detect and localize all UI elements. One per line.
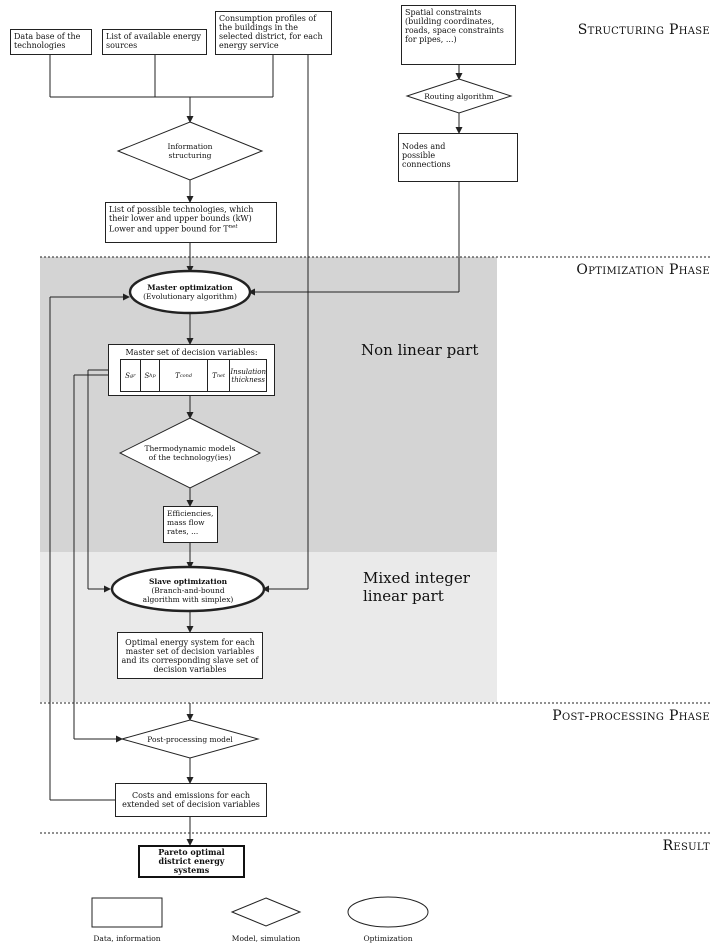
efficiencies-box: Efficiencies, mass flow rates, ... [163, 506, 218, 543]
info-diamond [116, 121, 264, 181]
master-set-title: Master set of decision variables: [125, 348, 258, 357]
phase-structuring: Structuring Phase [577, 22, 710, 38]
legend-data-label: Data, information [93, 934, 161, 943]
thermodynamic-label: Thermodynamic models of the technology(i… [144, 444, 236, 462]
spatial-box: Spatial constraints (building coordinate… [401, 5, 516, 65]
master-ellipse [128, 269, 252, 315]
thermo-diamond [118, 417, 262, 489]
master-optimization-title: Master optimization [147, 283, 233, 292]
optimal-system-box: Optimal energy system for each master se… [117, 632, 263, 679]
milp-region [40, 552, 497, 702]
nonlinear-region [40, 257, 497, 552]
pareto-box: Pareto optimal district energy systems [138, 845, 245, 878]
database-box: Data base of the technologies [10, 29, 92, 55]
legend-model-label: Model, simulation [231, 934, 301, 943]
slave-optimization-title: Slave optimization [148, 576, 228, 586]
routing-label: Routing algorithm [424, 91, 494, 101]
routing-diamond [405, 78, 513, 114]
post-diamond [120, 719, 260, 759]
milp-part-label: Mixed integer linear part [363, 569, 470, 605]
phase-result: Result [662, 838, 710, 854]
nodes-box: Nodes and possible connections [398, 133, 518, 182]
nodes-label: Nodes and possible connections [402, 142, 451, 169]
cell-insulation: Insulation thickness [230, 367, 266, 384]
phase-post-processing: Post-processing Phase [552, 708, 710, 724]
energy-sources-box: List of available energy sources [102, 29, 207, 55]
nonlinear-part-label: Non linear part [361, 341, 479, 359]
consumption-box: Consumption profiles of the buildings in… [215, 11, 332, 55]
slave-optimization-subtitle: (Branch-and-bound algorithm with simplex… [142, 585, 234, 604]
phase-optimization: Optimization Phase [576, 262, 710, 278]
slave-optimization[interactable]: Slave optimization (Branch-and-bound alg… [124, 575, 252, 605]
slave-ellipse [110, 565, 266, 613]
legend-optimization-label: Optimization [363, 934, 413, 943]
info-structuring-label: Information structuring [167, 142, 213, 160]
tech-list-line1: List of possible technologies, which the… [109, 205, 254, 223]
tech-list-box: List of possible technologies, which the… [105, 202, 277, 243]
post-processing-label: Post-processing model [147, 734, 233, 744]
tech-list-line2: Lower and upper bound for Tnet [109, 224, 238, 234]
costs-box: Costs and emissions for each extended se… [115, 783, 267, 817]
master-optimization[interactable]: Master optimization (Evolutionary algori… [135, 281, 245, 303]
master-optimization-subtitle: (Evolutionary algorithm) [143, 292, 237, 301]
